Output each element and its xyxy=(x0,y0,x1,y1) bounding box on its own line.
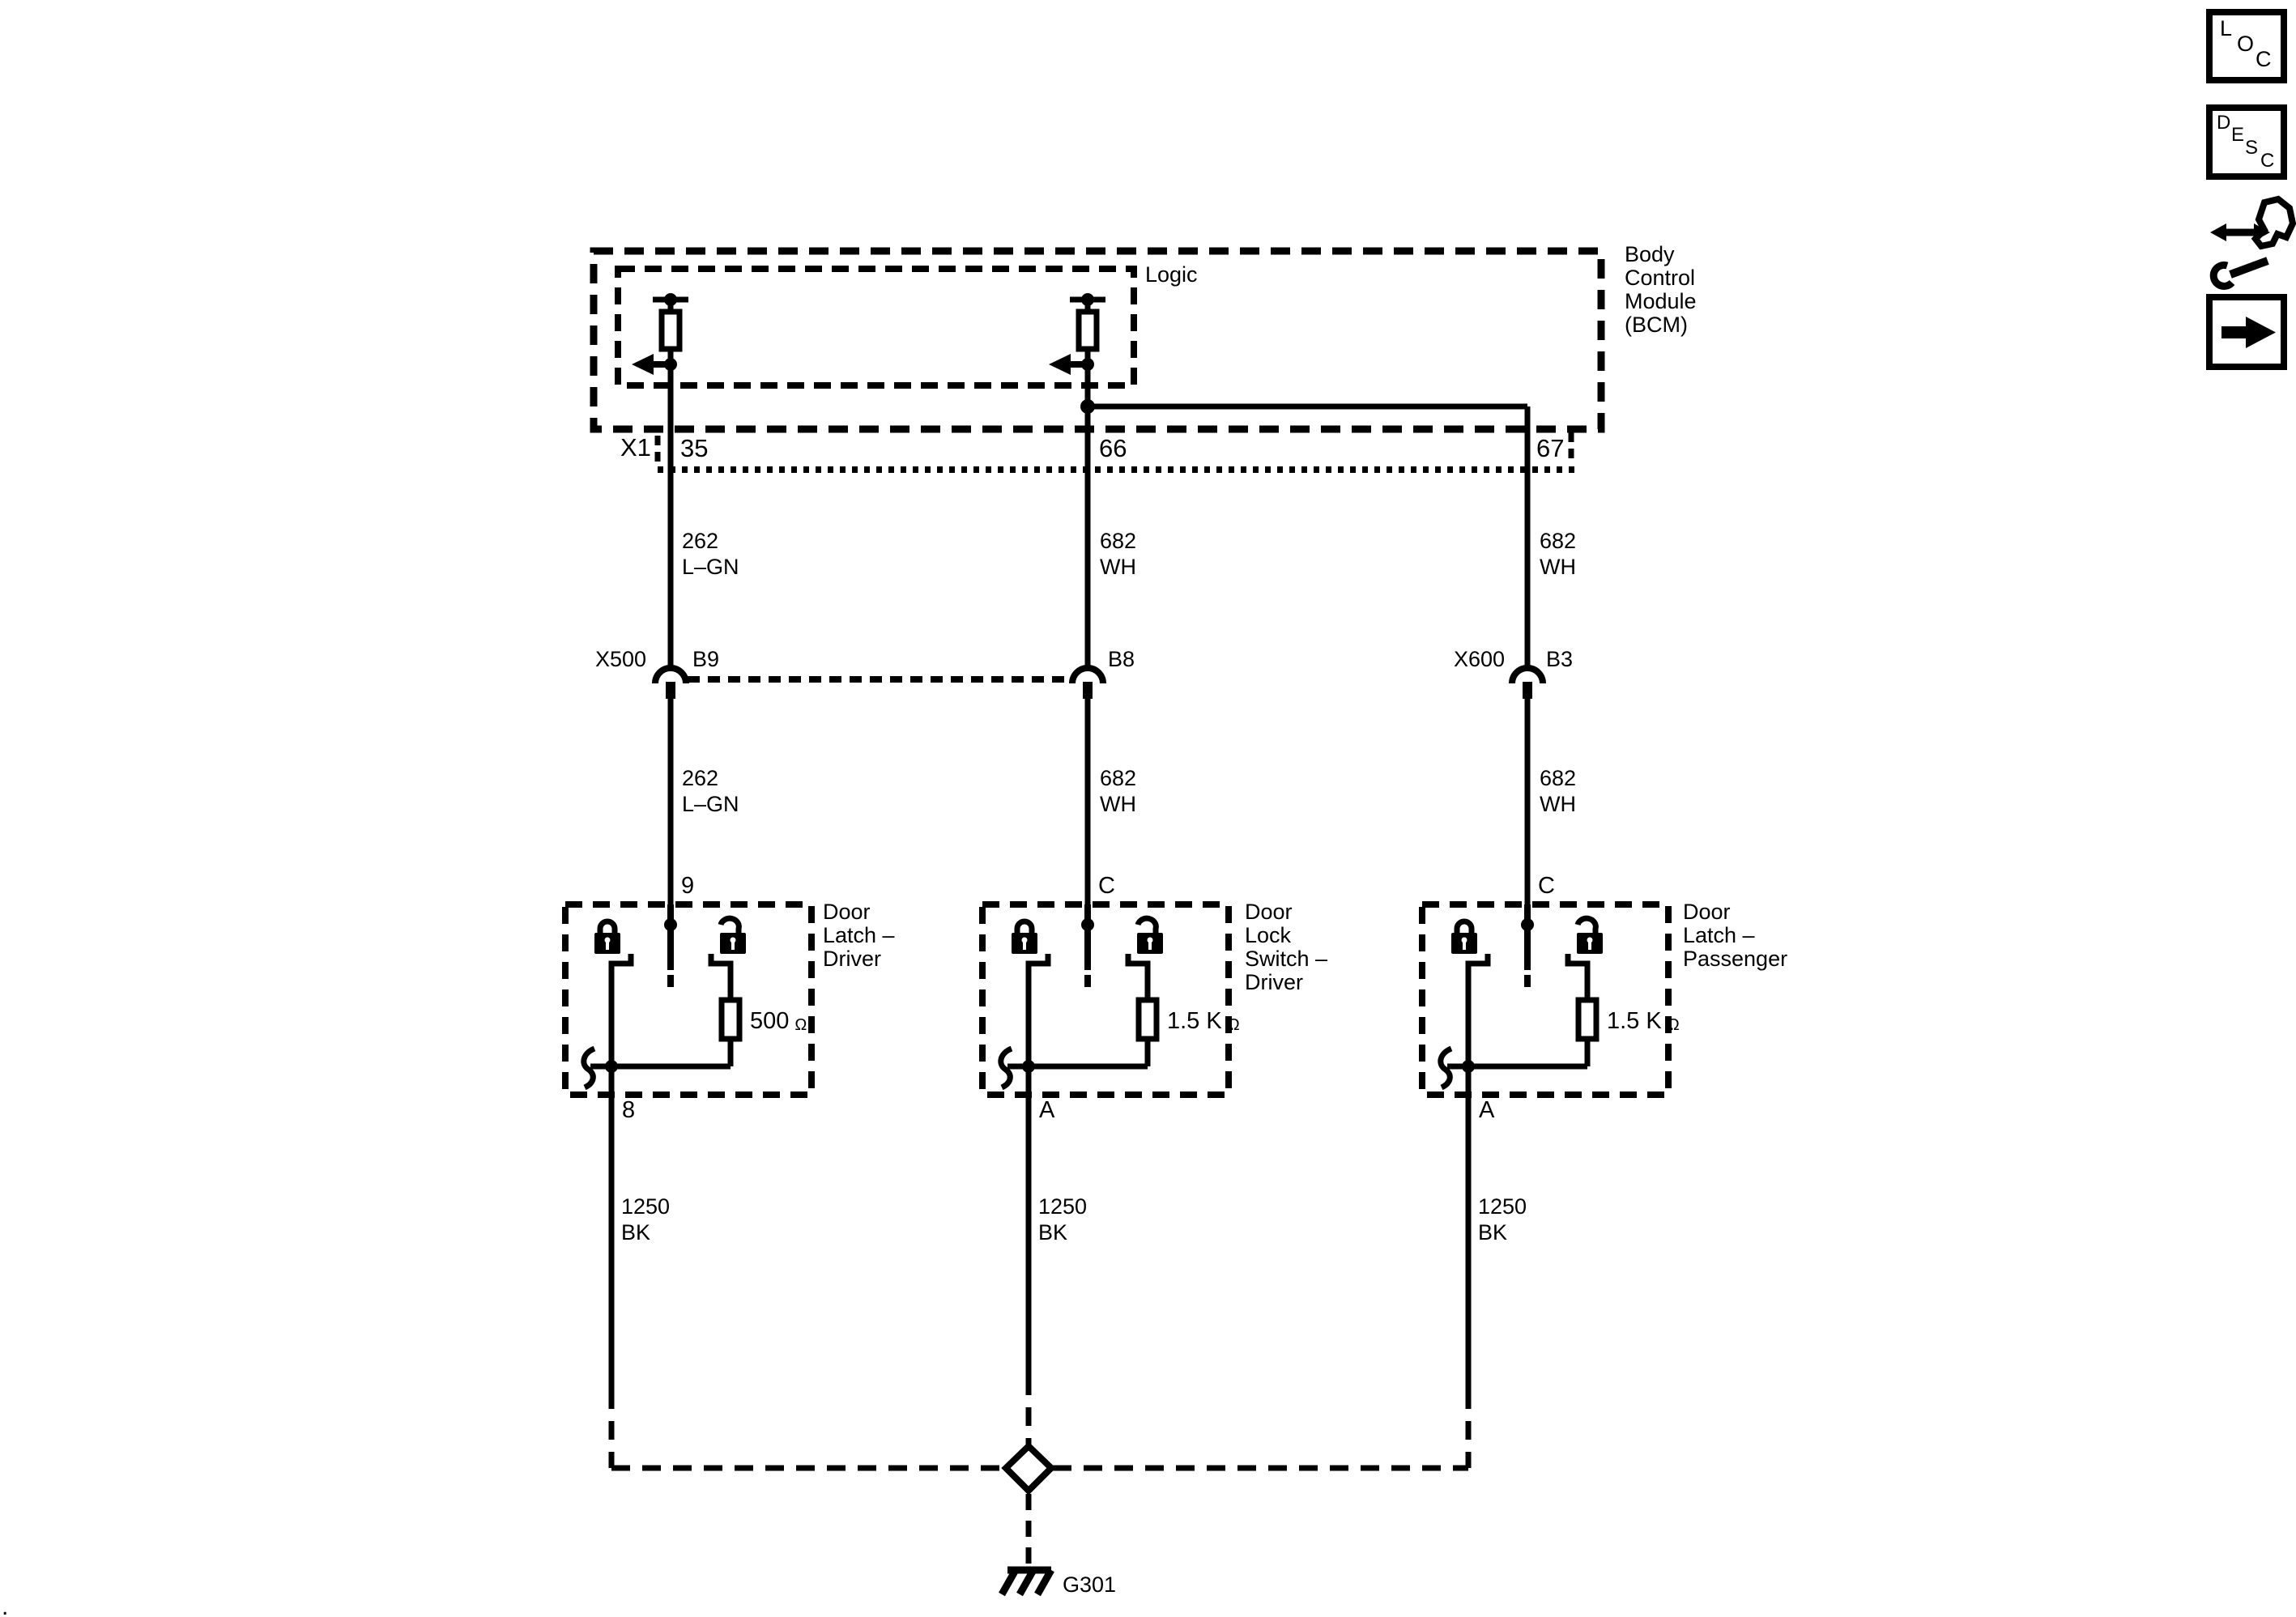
connector-pin-b9: B9 xyxy=(692,647,720,671)
arrow-right-icon xyxy=(2221,326,2247,338)
door-lock-switch-pin-top: C xyxy=(1098,873,1115,899)
corner-mark: . xyxy=(2,1594,9,1617)
loc-letter: C xyxy=(2256,47,2272,71)
connector-x500-label: X500 xyxy=(595,647,647,671)
loc-letter: O xyxy=(2237,32,2255,56)
bcm-label: Body Control Module (BCM) xyxy=(1625,242,1697,337)
door-latch-driver-symbol xyxy=(565,904,811,1095)
desc-letter: E xyxy=(2231,124,2245,146)
forward-button[interactable] xyxy=(2206,294,2287,370)
door-latch-passenger-pin-top: C xyxy=(1538,873,1555,899)
ground-label: G301 xyxy=(1063,1572,1117,1597)
door-lock-switch-pin-bottom: A xyxy=(1039,1097,1055,1123)
inline-connector-x600-b3 xyxy=(1512,668,1543,699)
door-latch-passenger-symbol xyxy=(1422,904,1668,1095)
desc-letter: C xyxy=(2260,150,2275,172)
bcm-pin-67: 67 xyxy=(1536,434,1565,462)
loc-letter: L xyxy=(2220,16,2233,40)
connector-x600-label: X600 xyxy=(1454,647,1506,671)
ground-icon xyxy=(999,1566,1054,1597)
desc-letter: D xyxy=(2217,112,2231,134)
vehicle-outline xyxy=(2251,195,2296,250)
junction-dot xyxy=(1080,399,1095,414)
service-repair-icon[interactable] xyxy=(2209,195,2296,290)
logic-driver-output-66 xyxy=(1049,293,1105,375)
desc-button-frame[interactable] xyxy=(2206,104,2287,180)
logic-boundary-box xyxy=(615,266,1137,389)
logic-label: Logic xyxy=(1145,262,1198,287)
door-latch-driver-pin-top: 9 xyxy=(681,873,695,899)
door-lock-switch-driver-symbol xyxy=(982,904,1229,1095)
door-latch-passenger-label: Door Latch – Passenger xyxy=(1683,900,1788,971)
door-latch-passenger-pin-bottom: A xyxy=(1479,1097,1495,1123)
bcm-pin-66: 66 xyxy=(1099,434,1127,462)
inline-connector-x500-b8 xyxy=(1072,668,1103,699)
door-lock-switch-driver-label: Door Lock Switch – Driver xyxy=(1245,900,1328,994)
desc-letter: S xyxy=(2245,137,2259,159)
logic-driver-output-35 xyxy=(632,293,688,375)
door-latch-driver-label: Door Latch – Driver xyxy=(823,900,895,971)
bcm-pin-35: 35 xyxy=(680,434,709,462)
bcm-connector-label: X1 xyxy=(620,433,651,462)
door-latch-driver-pin-bottom: 8 xyxy=(622,1097,636,1123)
loc-button-frame[interactable] xyxy=(2206,9,2287,83)
inline-connector-x500-b9 xyxy=(655,668,686,699)
splice-diamond xyxy=(1001,1441,1056,1496)
connector-pin-b3: B3 xyxy=(1546,647,1574,671)
wrench-icon xyxy=(2229,257,2269,279)
bcm-boundary-box xyxy=(590,247,1605,433)
connector-pin-b8: B8 xyxy=(1108,647,1135,671)
